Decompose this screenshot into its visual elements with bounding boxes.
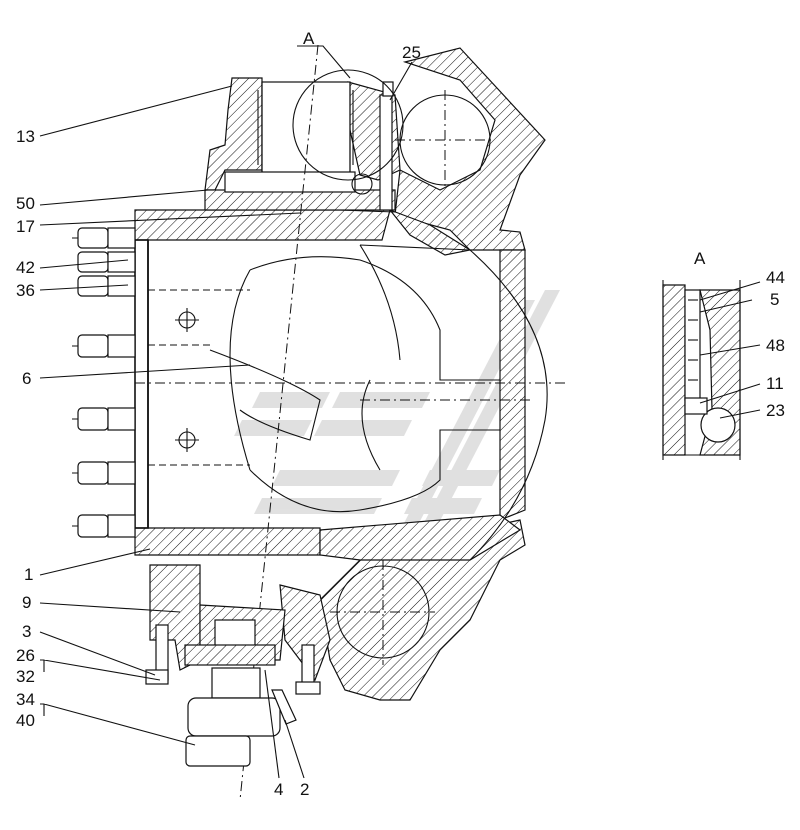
view-label-a: A — [303, 29, 315, 48]
callout-23: 23 — [766, 401, 785, 420]
callout-4: 4 — [274, 780, 283, 799]
callout-26: 26 — [16, 646, 35, 665]
callout-36: 36 — [16, 281, 35, 300]
inclined-axis-centerline — [239, 44, 319, 801]
callout-13: 13 — [16, 127, 35, 146]
callout-34: 34 — [16, 690, 35, 709]
left-studs — [72, 227, 136, 538]
housing-outer-curve — [469, 249, 548, 561]
main-housing — [134, 47, 546, 701]
detail-label-a: A — [694, 249, 706, 268]
detail-view-a — [662, 280, 741, 460]
upper-bore-centerline — [395, 90, 495, 190]
callout-44: 44 — [766, 268, 785, 287]
callout-32: 32 — [16, 667, 35, 686]
callout-17: 17 — [16, 217, 35, 236]
body-holes — [175, 308, 199, 452]
callout-labels: A 25 13 50 17 42 36 6 1 9 3 26 32 34 40 … — [16, 29, 785, 799]
leader-lines — [39, 45, 761, 779]
callout-1: 1 — [24, 565, 33, 584]
callout-2: 2 — [300, 780, 309, 799]
callout-25: 25 — [402, 43, 421, 62]
callout-3: 3 — [22, 622, 31, 641]
lower-bearing-housing — [145, 564, 331, 767]
callout-50: 50 — [16, 194, 35, 213]
callout-42: 42 — [16, 258, 35, 277]
callout-6: 6 — [22, 369, 31, 388]
callout-40: 40 — [16, 711, 35, 730]
callout-11: 11 — [766, 374, 784, 393]
lower-bore-centerline — [330, 560, 435, 665]
body-interior — [134, 239, 500, 529]
callout-9: 9 — [22, 593, 31, 612]
callout-5: 5 — [770, 290, 779, 309]
callout-48: 48 — [766, 336, 785, 355]
